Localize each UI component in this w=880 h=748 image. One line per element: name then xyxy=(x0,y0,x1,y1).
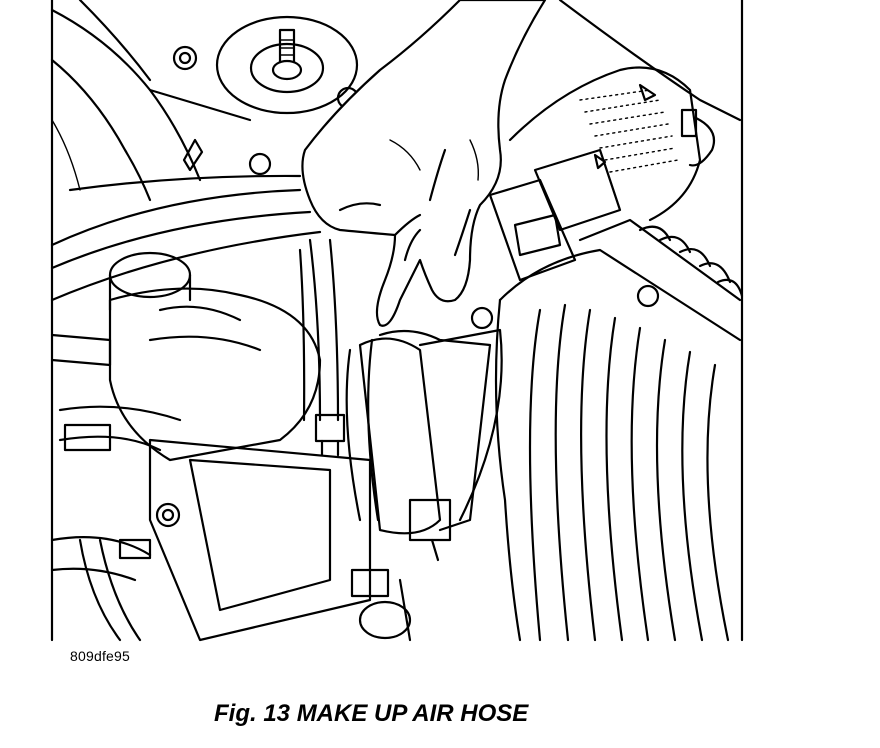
lower-bracket xyxy=(350,568,412,642)
hose-bellows xyxy=(638,225,744,298)
bolt-heads xyxy=(155,45,660,528)
housing-ribs xyxy=(528,303,730,642)
intake-duct xyxy=(58,251,372,642)
figure-caption: Fig. 13 MAKE UP AIR HOSE xyxy=(214,700,529,727)
air-filter-housing xyxy=(494,218,744,642)
module-label-dots xyxy=(579,89,679,173)
small-hoses xyxy=(50,333,152,642)
vacuum-hoses xyxy=(50,174,322,302)
fender-outline xyxy=(50,0,202,202)
strut-tower-mount xyxy=(148,15,359,122)
control-module xyxy=(488,0,742,282)
frame-edges xyxy=(50,0,744,642)
wiring-harness xyxy=(298,238,346,457)
hand xyxy=(301,0,547,327)
throttle-body xyxy=(345,328,503,562)
figure-code-label: 809dfe95 xyxy=(70,648,130,664)
